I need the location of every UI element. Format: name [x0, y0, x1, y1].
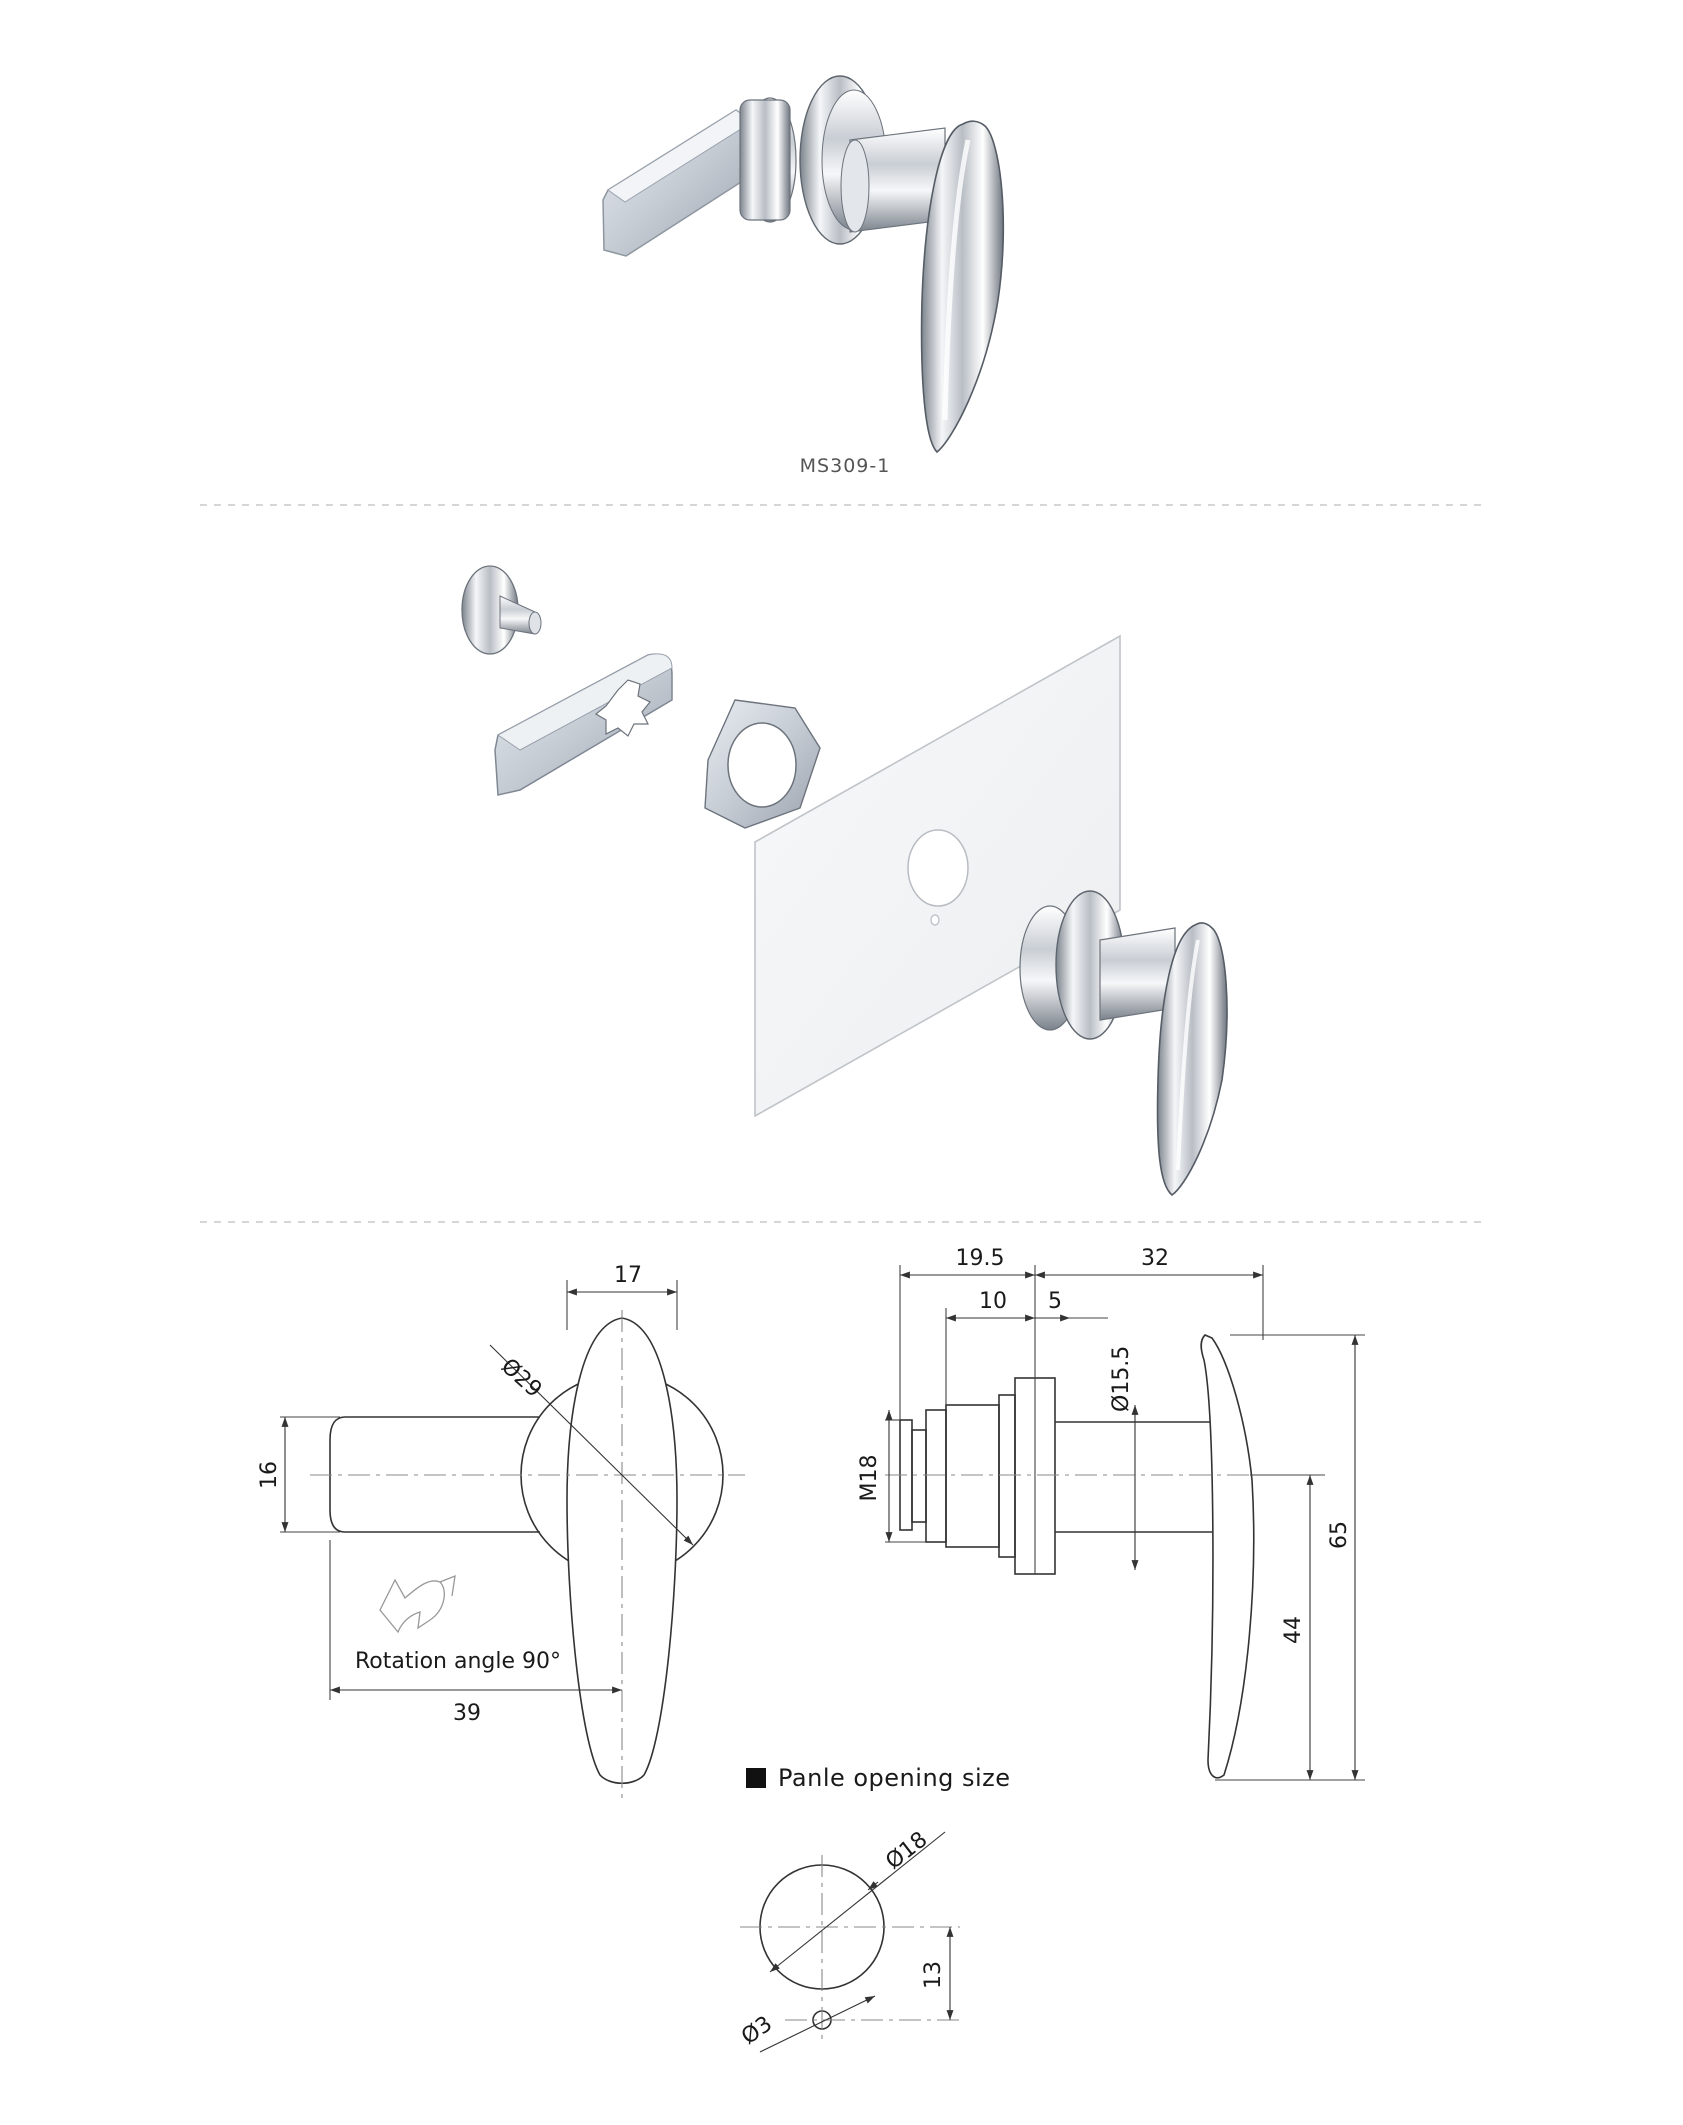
cam-tongue-part: [494, 653, 673, 796]
dim-h65: 65: [1327, 1521, 1352, 1549]
t-handle-lock-part: [1019, 890, 1228, 1197]
hex-nut-part: [704, 699, 821, 829]
dim-h44: 44: [1281, 1616, 1306, 1644]
rotation-arrow-icon: [379, 1574, 456, 1634]
dim-10: 10: [979, 1289, 1007, 1314]
dim-height-16: 16: [257, 1461, 282, 1489]
dim-5: 5: [1048, 1289, 1062, 1314]
dim-offset-13: 13: [921, 1961, 946, 1989]
panel-part: [754, 634, 1121, 1118]
panel-opening-section: Panle opening size Ø18 Ø3 13: [737, 1764, 1011, 2053]
dim-dia-3: Ø3: [737, 2011, 777, 2049]
front-view-drawing: 17 Ø29 16 Rotation angle 90° 39: [257, 1263, 745, 1800]
section-bullet-icon: [746, 1768, 766, 1788]
product-render: MS309-1: [602, 75, 1005, 477]
dim-dia-18: Ø18: [881, 1827, 932, 1875]
side-view-drawing: 19.5 32 10 5 Ø15.5 M18 44 65: [857, 1246, 1365, 1781]
dim-length-39: 39: [453, 1701, 481, 1726]
model-code: MS309-1: [800, 455, 891, 477]
exploded-view: [461, 565, 1228, 1197]
dim-32: 32: [1141, 1246, 1169, 1271]
dim-dia-29: Ø29: [496, 1354, 546, 1403]
dim-dia-15-5: Ø15.5: [1109, 1346, 1134, 1412]
rotation-angle-label: Rotation angle 90°: [355, 1649, 561, 1674]
dim-19-5: 19.5: [956, 1246, 1005, 1271]
panel-opening-title: Panle opening size: [778, 1764, 1011, 1792]
thread-m18: M18: [857, 1455, 882, 1502]
dim-width-17: 17: [614, 1263, 642, 1288]
screw-part: [461, 565, 542, 655]
